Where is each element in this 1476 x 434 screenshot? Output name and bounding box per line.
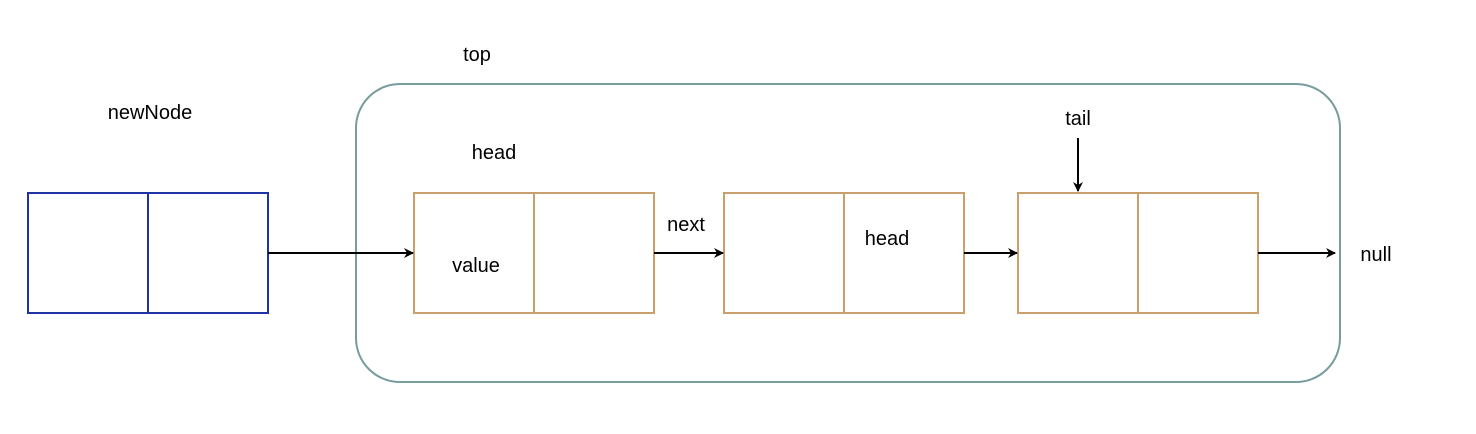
node-1-value-cell — [413, 192, 535, 314]
list-node-tail — [1017, 192, 1259, 314]
tail-label: tail — [1065, 108, 1091, 130]
top-label: top — [463, 44, 491, 66]
value-label: value — [452, 255, 500, 277]
node-1-next-cell — [533, 192, 655, 314]
list-node-head — [413, 192, 655, 314]
next-label: next — [667, 214, 705, 236]
node-2-next-cell — [843, 192, 965, 314]
null-label: null — [1360, 244, 1391, 266]
new-node-value-cell — [27, 192, 149, 314]
node-2-value-cell — [723, 192, 845, 314]
top-container — [355, 83, 1341, 383]
head-label: head — [472, 142, 517, 164]
node-3-value-cell — [1017, 192, 1139, 314]
node-2-head-label: head — [865, 228, 910, 250]
new-node-label: newNode — [108, 102, 193, 124]
node-3-next-cell — [1137, 192, 1259, 314]
list-node-middle — [723, 192, 965, 314]
new-node — [27, 192, 269, 314]
new-node-next-cell — [147, 192, 269, 314]
